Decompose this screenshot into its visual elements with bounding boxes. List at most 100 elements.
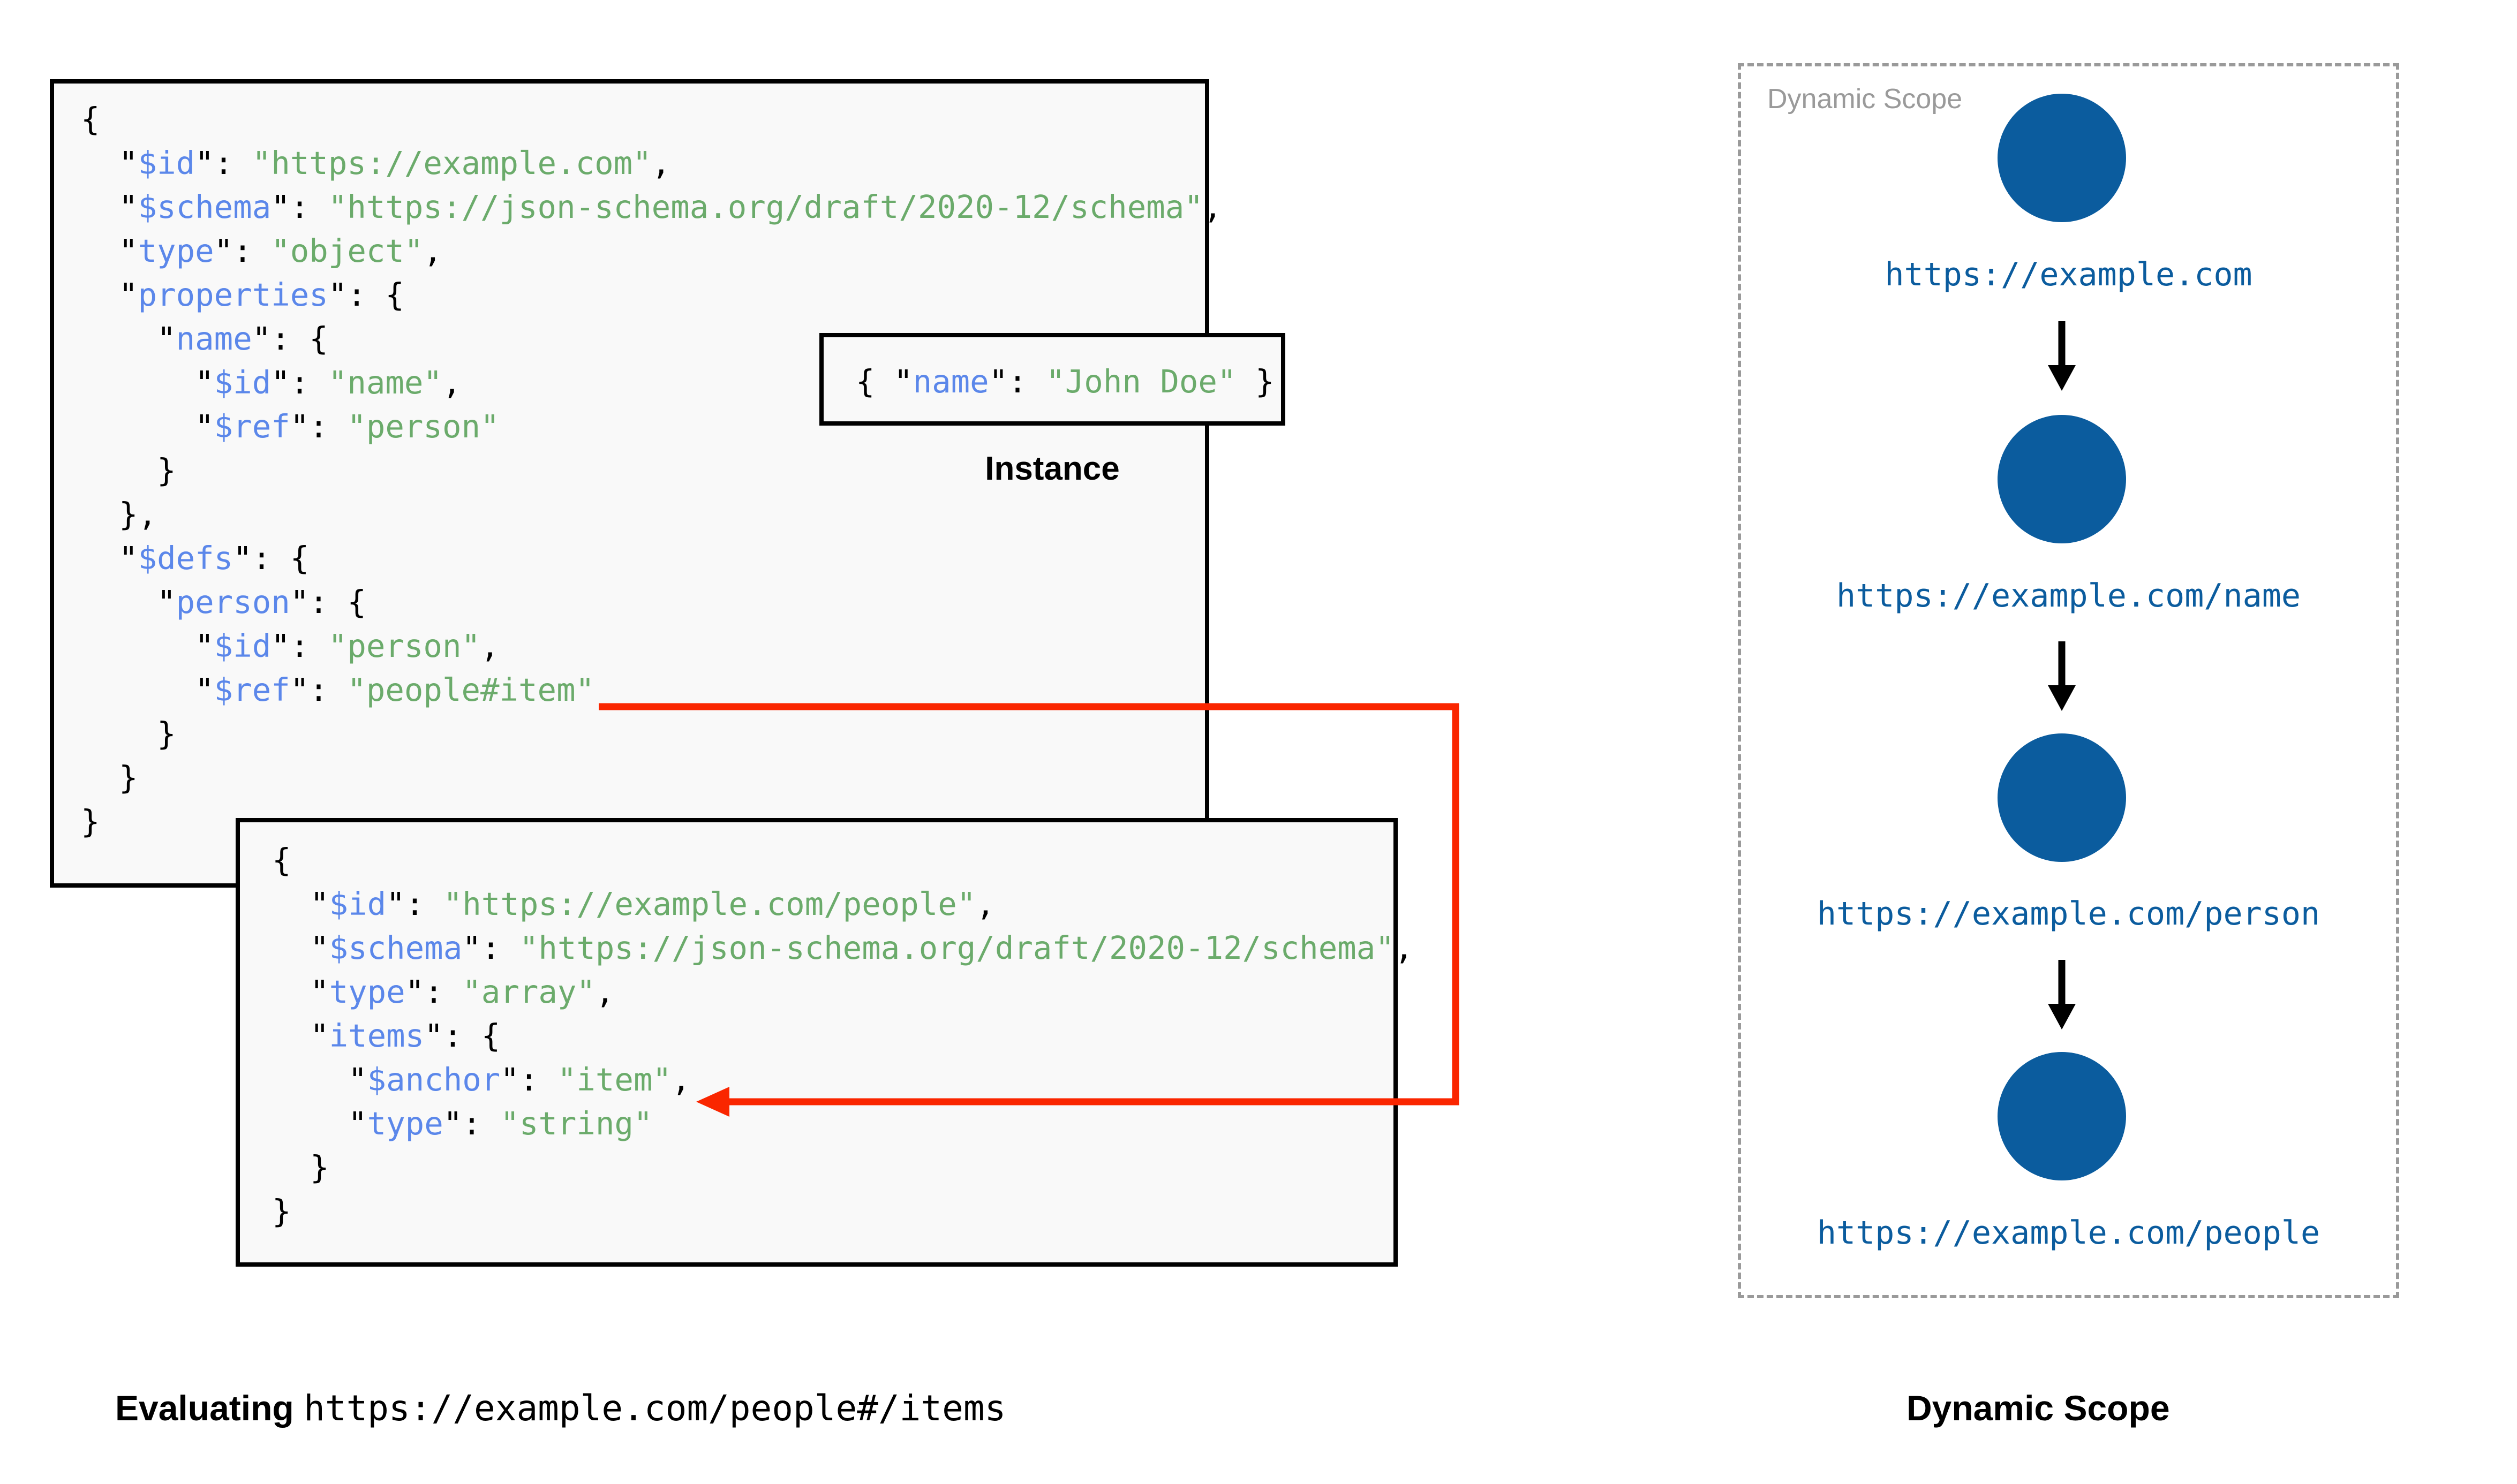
code-indent	[81, 232, 119, 269]
code-indent	[81, 188, 119, 225]
code-indent	[272, 973, 310, 1010]
json-punctuation: "	[310, 973, 329, 1010]
json-punctuation: "	[290, 671, 310, 708]
json-punctuation: "	[119, 188, 138, 225]
code-indent	[272, 1105, 348, 1142]
json-punctuation: "	[271, 364, 290, 401]
code-line: }	[81, 800, 1222, 844]
json-punctuation: "	[195, 627, 214, 664]
json-punctuation: : {	[309, 584, 366, 620]
json-punctuation: "	[214, 232, 233, 269]
json-punctuation: "	[310, 885, 329, 922]
json-punctuation: },	[119, 496, 157, 533]
json-punctuation: }	[1236, 363, 1275, 400]
code-line: {	[272, 838, 1413, 882]
json-punctuation: "	[157, 320, 176, 357]
code-line: "type": "string"	[272, 1102, 1413, 1146]
json-punctuation: "	[462, 929, 481, 966]
json-key: type	[138, 232, 214, 269]
json-value: "https://example.com"	[252, 145, 652, 181]
code-line: "person": {	[81, 580, 1222, 624]
scope-node-circle-4	[1998, 1052, 2126, 1180]
json-key: $ref	[214, 408, 290, 445]
json-value: "array"	[462, 973, 596, 1010]
scope-flow-arrow-2	[2048, 641, 2076, 711]
json-punctuation: "	[310, 1017, 329, 1054]
scope-flow-arrow-3	[2048, 960, 2076, 1029]
json-punctuation: :	[309, 408, 348, 445]
json-punctuation: "	[119, 145, 138, 181]
json-value: "people#item"	[347, 671, 595, 708]
json-punctuation: }	[119, 759, 138, 796]
json-key: $schema	[138, 188, 272, 225]
json-value: "string"	[500, 1105, 653, 1142]
code-indent	[81, 276, 119, 313]
json-punctuation: "	[328, 276, 348, 313]
json-punctuation: ,	[976, 885, 995, 922]
json-punctuation: :	[481, 929, 519, 966]
json-key: name	[176, 320, 252, 357]
json-key: $id	[214, 364, 272, 401]
json-punctuation: "	[989, 363, 1008, 400]
json-key: name	[913, 363, 989, 400]
json-value: "https://json-schema.org/draft/2020-12/s…	[519, 929, 1395, 966]
instance-box: { "name": "John Doe" }	[819, 333, 1285, 426]
code-line: "$anchor": "item",	[272, 1058, 1413, 1102]
code-indent	[81, 715, 157, 752]
scope-node-circle-1	[1998, 94, 2126, 222]
code-line: }	[272, 1146, 1413, 1190]
json-punctuation: ,	[595, 973, 615, 1010]
scope-flow-arrow-1	[2048, 321, 2076, 391]
code-line: "$id": "https://example.com",	[81, 141, 1222, 185]
json-key: $id	[138, 145, 195, 181]
code-line: "$ref": "person"	[81, 405, 1222, 449]
json-punctuation: {	[856, 363, 894, 400]
json-punctuation: :	[214, 145, 252, 181]
json-punctuation: ,	[651, 145, 671, 181]
evaluating-caption: Evaluating https://example.com/people#/i…	[115, 1388, 1006, 1429]
json-value: "https://json-schema.org/draft/2020-12/s…	[328, 188, 1203, 225]
json-punctuation: :	[290, 627, 328, 664]
json-punctuation: "	[290, 408, 310, 445]
json-punctuation: ,	[1394, 929, 1414, 966]
code-indent	[81, 408, 195, 445]
code-line: },	[81, 493, 1222, 536]
code-line: "properties": {	[81, 273, 1222, 317]
json-punctuation: :	[309, 671, 348, 708]
dynamic-scope-caption: Dynamic Scope	[1906, 1388, 2170, 1428]
json-key: $schema	[329, 929, 463, 966]
json-punctuation: "	[443, 1105, 463, 1142]
json-punctuation: "	[386, 885, 405, 922]
json-value: "person"	[328, 627, 480, 664]
json-punctuation: : {	[252, 540, 310, 577]
people-schema-code: { "$id": "https://example.com/people", "…	[272, 838, 1413, 1233]
json-punctuation: ,	[423, 232, 442, 269]
code-line: }	[81, 756, 1222, 800]
json-key: $id	[214, 627, 272, 664]
evaluating-uri: https://example.com/people#/items	[304, 1388, 1006, 1429]
json-key: $id	[329, 885, 387, 922]
dynamic-scope-legend: Dynamic Scope	[1767, 84, 1963, 115]
json-punctuation: "	[424, 1017, 443, 1054]
json-punctuation: "	[195, 145, 214, 181]
json-key: $ref	[214, 671, 290, 708]
code-indent	[81, 364, 195, 401]
json-punctuation: :	[1008, 363, 1046, 400]
people-schema-box: { "$id": "https://example.com/people", "…	[236, 818, 1413, 1267]
json-punctuation: : {	[443, 1017, 501, 1054]
json-punctuation: "	[271, 627, 290, 664]
instance-caption: Instance	[985, 450, 1120, 487]
json-punctuation: :	[519, 1061, 557, 1098]
scope-node-label-2: https://example.com/name	[1836, 577, 2301, 615]
json-punctuation: :	[462, 1105, 501, 1142]
json-punctuation: :	[233, 232, 272, 269]
json-value: "object"	[271, 232, 424, 269]
code-indent	[81, 496, 119, 533]
code-indent	[81, 540, 119, 577]
code-indent	[272, 885, 310, 922]
json-punctuation: "	[195, 671, 214, 708]
code-line: "$id": "https://example.com/people",	[272, 882, 1413, 926]
reference-arrow-head	[696, 1087, 729, 1117]
code-line: {	[81, 97, 1222, 141]
json-punctuation: }	[157, 452, 176, 489]
